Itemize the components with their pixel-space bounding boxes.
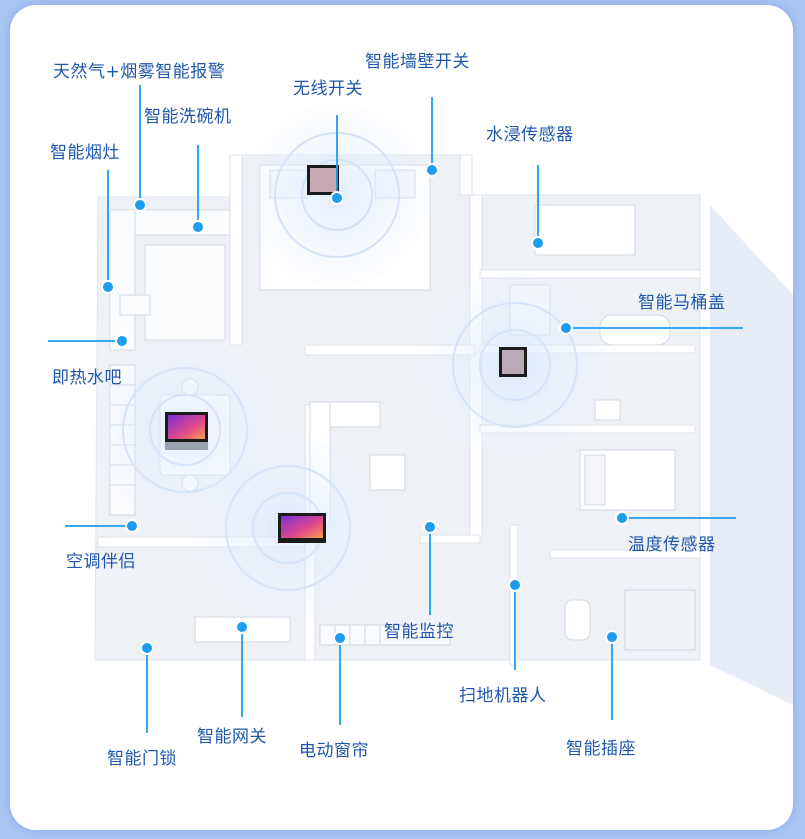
label-smart-wall-switch: 智能墙壁开关 <box>365 52 470 72</box>
label-smart-door-lock: 智能门锁 <box>107 749 177 769</box>
device-dots <box>101 163 629 655</box>
toilet <box>564 599 591 641</box>
label-smart-gateway: 智能网关 <box>197 727 267 747</box>
label-smart-toilet-lid: 智能马桶盖 <box>638 293 726 313</box>
smart-panel-icon <box>278 513 326 543</box>
smart-panel-icon <box>499 347 527 377</box>
label-robot-vacuum: 扫地机器人 <box>459 686 547 706</box>
label-water-leak-sensor: 水浸传感器 <box>486 125 574 145</box>
label-smart-socket: 智能插座 <box>566 739 636 759</box>
label-gas-smoke-alarm: 天然气+烟雾智能报警 <box>53 62 226 82</box>
label-wireless-switch: 无线开关 <box>293 79 363 99</box>
label-instant-water-bar: 即热水吧 <box>52 368 122 388</box>
leader-lines <box>48 85 743 733</box>
shower <box>624 589 696 651</box>
label-ac-companion: 空调伴侣 <box>66 552 136 572</box>
label-smart-camera: 智能监控 <box>384 622 454 642</box>
label-temperature-sensor: 温度传感器 <box>628 535 716 555</box>
curtain-fixture <box>319 624 451 646</box>
label-electric-curtain: 电动窗帘 <box>299 741 369 761</box>
building-shadow <box>710 205 793 705</box>
second-bed <box>579 449 676 511</box>
smart-panel-icon <box>165 412 208 450</box>
diagram-card: 天然气+烟雾智能报警 智能墙壁开关 无线开关 智能洗碗机 智能烟灶 水浸传感器 … <box>10 5 793 830</box>
label-smart-stove: 智能烟灶 <box>50 143 120 163</box>
floor-plan <box>48 85 793 733</box>
kitchen-counters <box>109 209 231 351</box>
label-smart-dishwasher: 智能洗碗机 <box>144 107 232 127</box>
smart-panel-icon <box>307 165 339 195</box>
